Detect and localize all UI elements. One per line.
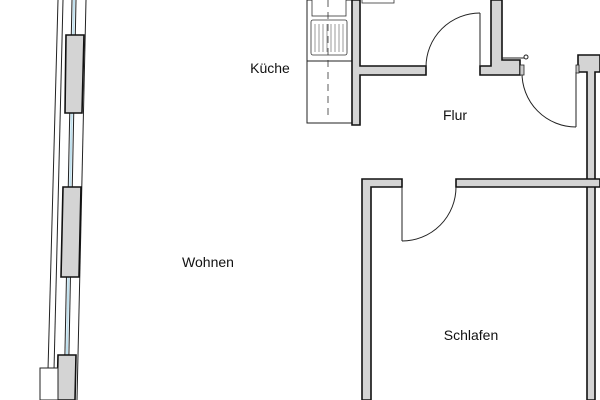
facade-pillar xyxy=(64,34,85,114)
room-label-kitchen: Küche xyxy=(250,60,290,76)
interior-walls xyxy=(351,0,600,400)
facade-pillar xyxy=(60,186,82,278)
kitchen-door xyxy=(425,12,481,68)
facade-wall xyxy=(39,0,87,400)
sink-icon xyxy=(311,0,347,17)
bedroom-door xyxy=(401,186,457,242)
room-label-living: Wohnen xyxy=(182,254,234,270)
room-label-bedroom: Schlafen xyxy=(443,327,499,343)
room-label-hallway: Flur xyxy=(442,107,468,123)
entrance-door xyxy=(519,64,580,128)
kitchen-counter xyxy=(306,0,395,124)
facade-pillar xyxy=(56,354,77,400)
